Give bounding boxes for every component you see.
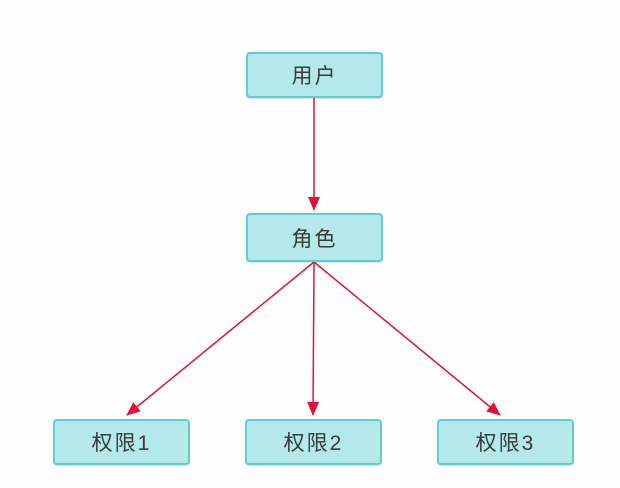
node-user-label: 用户 (291, 65, 338, 88)
node-role: 角色 (246, 213, 383, 262)
node-permission-3-label: 权限3 (475, 432, 536, 455)
node-permission-3: 权限3 (437, 419, 574, 465)
node-permission-1: 权限1 (53, 419, 190, 465)
edge-role-perm3 (313, 261, 501, 416)
node-permission-2: 权限2 (245, 419, 382, 465)
edge-role-perm2 (307, 261, 320, 416)
node-role-label: 角色 (291, 227, 338, 251)
node-permission-1-label: 权限1 (91, 432, 152, 455)
edge-role-perm1 (126, 261, 315, 416)
node-user: 用户 (246, 52, 383, 98)
node-permission-2-label: 权限2 (283, 432, 344, 455)
